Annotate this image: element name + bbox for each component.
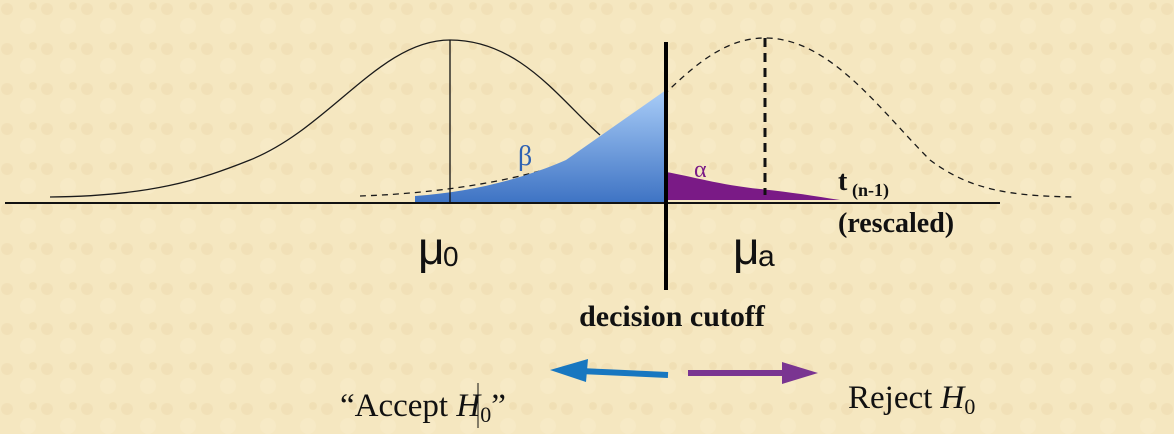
reject-h0-label: Reject H0 [848,380,975,419]
mua-subscript: a [758,240,775,273]
decision-cutoff-label: decision cutoff [579,300,766,333]
alternative-distribution-curve [359,37,1076,198]
mu0-symbol: μ [418,222,445,274]
t-subscript: (n-1) [852,180,889,201]
reject-arrow [688,362,818,384]
mua-symbol: μ [733,222,760,274]
t-label: t [838,166,848,197]
beta-region [415,90,666,202]
beta-label: β [518,141,532,172]
rescaled-label: (rescaled) [838,208,954,239]
alpha-label: α [694,157,707,183]
null-distribution-curve [49,39,601,198]
mu0-subscript: 0 [443,241,459,272]
accept-arrow [550,359,669,382]
alpha-region [666,172,840,200]
